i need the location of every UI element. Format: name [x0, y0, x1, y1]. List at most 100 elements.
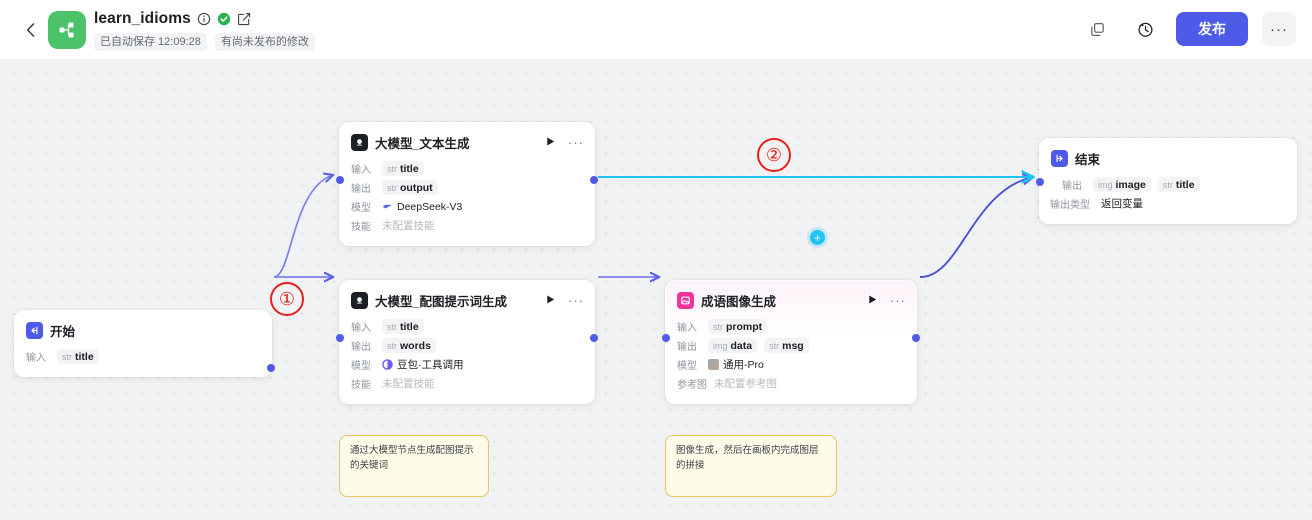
info-circle-icon[interactable]: [197, 12, 211, 26]
more-dots-icon[interactable]: ···: [568, 134, 584, 150]
row-output: 输出 img image str title: [1062, 175, 1285, 194]
end-node-icon: [1051, 150, 1068, 167]
pill-name: title: [400, 320, 419, 333]
row-skill: 技能 未配置技能: [351, 216, 583, 235]
workflow-canvas[interactable]: + ① ② 开始 输入 str title: [0, 60, 1312, 520]
row-label: 技能: [351, 380, 371, 391]
node-llm-prompt-header: 大模型_配图提示词生成 ···: [340, 281, 594, 316]
back-button[interactable]: [18, 18, 42, 42]
llm-node-icon: [351, 134, 368, 151]
row-label: 输出类型: [1050, 200, 1090, 211]
pill-name: title: [400, 162, 419, 175]
play-icon[interactable]: [545, 292, 556, 310]
start-node-icon: [26, 322, 43, 339]
edge-start-to-llm-text: [273, 175, 333, 278]
play-icon[interactable]: [867, 292, 878, 310]
port-image-gen-input[interactable]: [662, 334, 670, 342]
node-end-body: 输出 img image str title 输出类型 返回变量: [1040, 174, 1296, 223]
variable-pill-title[interactable]: str title: [57, 349, 99, 364]
pill-type: str: [387, 321, 397, 332]
port-llm-prompt-input[interactable]: [336, 334, 344, 342]
variable-pill-title[interactable]: str title: [382, 319, 424, 334]
sticky-note-1[interactable]: 通过大模型节点生成配图提示的关键词: [339, 435, 489, 497]
row-label: 输入: [351, 323, 371, 334]
variable-pill-title[interactable]: str title: [382, 161, 424, 176]
sticky-note-2[interactable]: 图像生成，然后在画板内完成图层的拼接: [665, 435, 837, 497]
row-label: 模型: [677, 361, 697, 372]
row-label: 技能: [351, 222, 371, 233]
node-llm-text[interactable]: 大模型_文本生成 ··· 输入 str title 输出: [336, 122, 598, 246]
autosave-status: 已自动保存 12:09:28: [94, 33, 207, 51]
port-image-gen-output[interactable]: [912, 334, 920, 342]
row-reference-image: 参考图 未配置参考图: [677, 374, 905, 393]
row-label: 输出: [1062, 181, 1082, 192]
row-label: 输出: [677, 342, 697, 353]
node-llm-text-body: 输入 str title 输出 str output 模型: [340, 158, 594, 245]
node-image-gen[interactable]: 成语图像生成 ··· 输入 str prompt 输出: [662, 280, 920, 404]
row-label: 模型: [351, 203, 371, 214]
node-end[interactable]: 结束 输出 img image str title 输出类型 返回变量: [1036, 138, 1297, 224]
model-value: 通用-Pro: [708, 357, 764, 372]
more-options-button[interactable]: ···: [1262, 12, 1296, 46]
row-input: 输入 str title: [26, 347, 260, 366]
play-icon[interactable]: [545, 134, 556, 152]
port-llm-prompt-output[interactable]: [590, 334, 598, 342]
pill-type: str: [713, 321, 723, 332]
pill-type: str: [387, 182, 397, 193]
doubao-icon: [382, 359, 393, 370]
edge-add-node-button[interactable]: +: [810, 230, 825, 245]
meta-row: 已自动保存 12:09:28 有尚未发布的修改: [94, 33, 315, 51]
variable-pill-output[interactable]: str output: [382, 180, 438, 195]
node-header-actions: ···: [545, 292, 584, 310]
variable-pill-title[interactable]: str title: [1157, 177, 1200, 192]
row-label: 输出: [351, 184, 371, 195]
node-end-title: 结束: [1075, 153, 1101, 167]
port-start-output[interactable]: [267, 364, 275, 372]
edge-layer: [273, 60, 1312, 520]
row-model: 模型 DeepSeek-V3: [351, 197, 583, 216]
more-dots-icon[interactable]: ···: [568, 292, 584, 308]
pill-type: str: [387, 340, 397, 351]
row-output-type: 输出类型 返回变量: [1050, 194, 1285, 213]
output-type-value: 返回变量: [1101, 198, 1143, 210]
row-model: 模型 豆包·工具调用: [351, 355, 583, 374]
model-avatar-icon: [708, 359, 719, 370]
app-logo: [48, 11, 86, 49]
row-skill: 技能 未配置技能: [351, 374, 583, 393]
skill-placeholder: 未配置技能: [382, 220, 435, 232]
model-name: 通用-Pro: [723, 359, 764, 371]
node-llm-prompt-title: 大模型_配图提示词生成: [375, 295, 507, 309]
port-llm-text-output[interactable]: [590, 176, 598, 184]
variable-pill-prompt[interactable]: str prompt: [708, 319, 768, 334]
title-block: learn_idioms: [94, 9, 315, 51]
row-output: 输出 img data str msg: [677, 336, 905, 355]
pill-name: output: [400, 181, 433, 194]
variable-pill-msg[interactable]: str msg: [764, 338, 809, 353]
node-start[interactable]: 开始 输入 str title: [14, 310, 275, 377]
more-dots-icon[interactable]: ···: [890, 292, 906, 308]
skill-placeholder: 未配置技能: [382, 378, 435, 390]
publish-button[interactable]: 发布: [1176, 12, 1248, 46]
edit-square-icon[interactable]: [237, 12, 251, 26]
node-start-title: 开始: [50, 325, 76, 339]
row-model: 模型 通用-Pro: [677, 355, 905, 374]
pill-type: str: [62, 351, 72, 362]
duplicate-button[interactable]: [1080, 12, 1114, 46]
reference-image-placeholder: 未配置参考图: [714, 378, 777, 390]
pill-type: str: [769, 340, 780, 351]
port-llm-text-input[interactable]: [336, 176, 344, 184]
copy-icon: [1090, 22, 1104, 36]
model-name: DeepSeek-V3: [397, 200, 463, 213]
node-llm-prompt[interactable]: 大模型_配图提示词生成 ··· 输入 str title 输: [336, 280, 598, 404]
history-button[interactable]: [1128, 12, 1162, 46]
pill-name: msg: [782, 339, 804, 352]
variable-pill-data[interactable]: img data: [708, 338, 758, 353]
variable-pill-image[interactable]: img image: [1093, 177, 1151, 192]
variable-pill-words[interactable]: str words: [382, 338, 436, 353]
row-output: 输出 str output: [351, 178, 583, 197]
title-row: learn_idioms: [94, 9, 315, 29]
node-llm-text-header: 大模型_文本生成 ···: [340, 123, 594, 158]
header-actions: 发布 ···: [1080, 12, 1296, 46]
share-nodes-icon: [59, 22, 74, 38]
port-end-input[interactable]: [1036, 178, 1044, 186]
